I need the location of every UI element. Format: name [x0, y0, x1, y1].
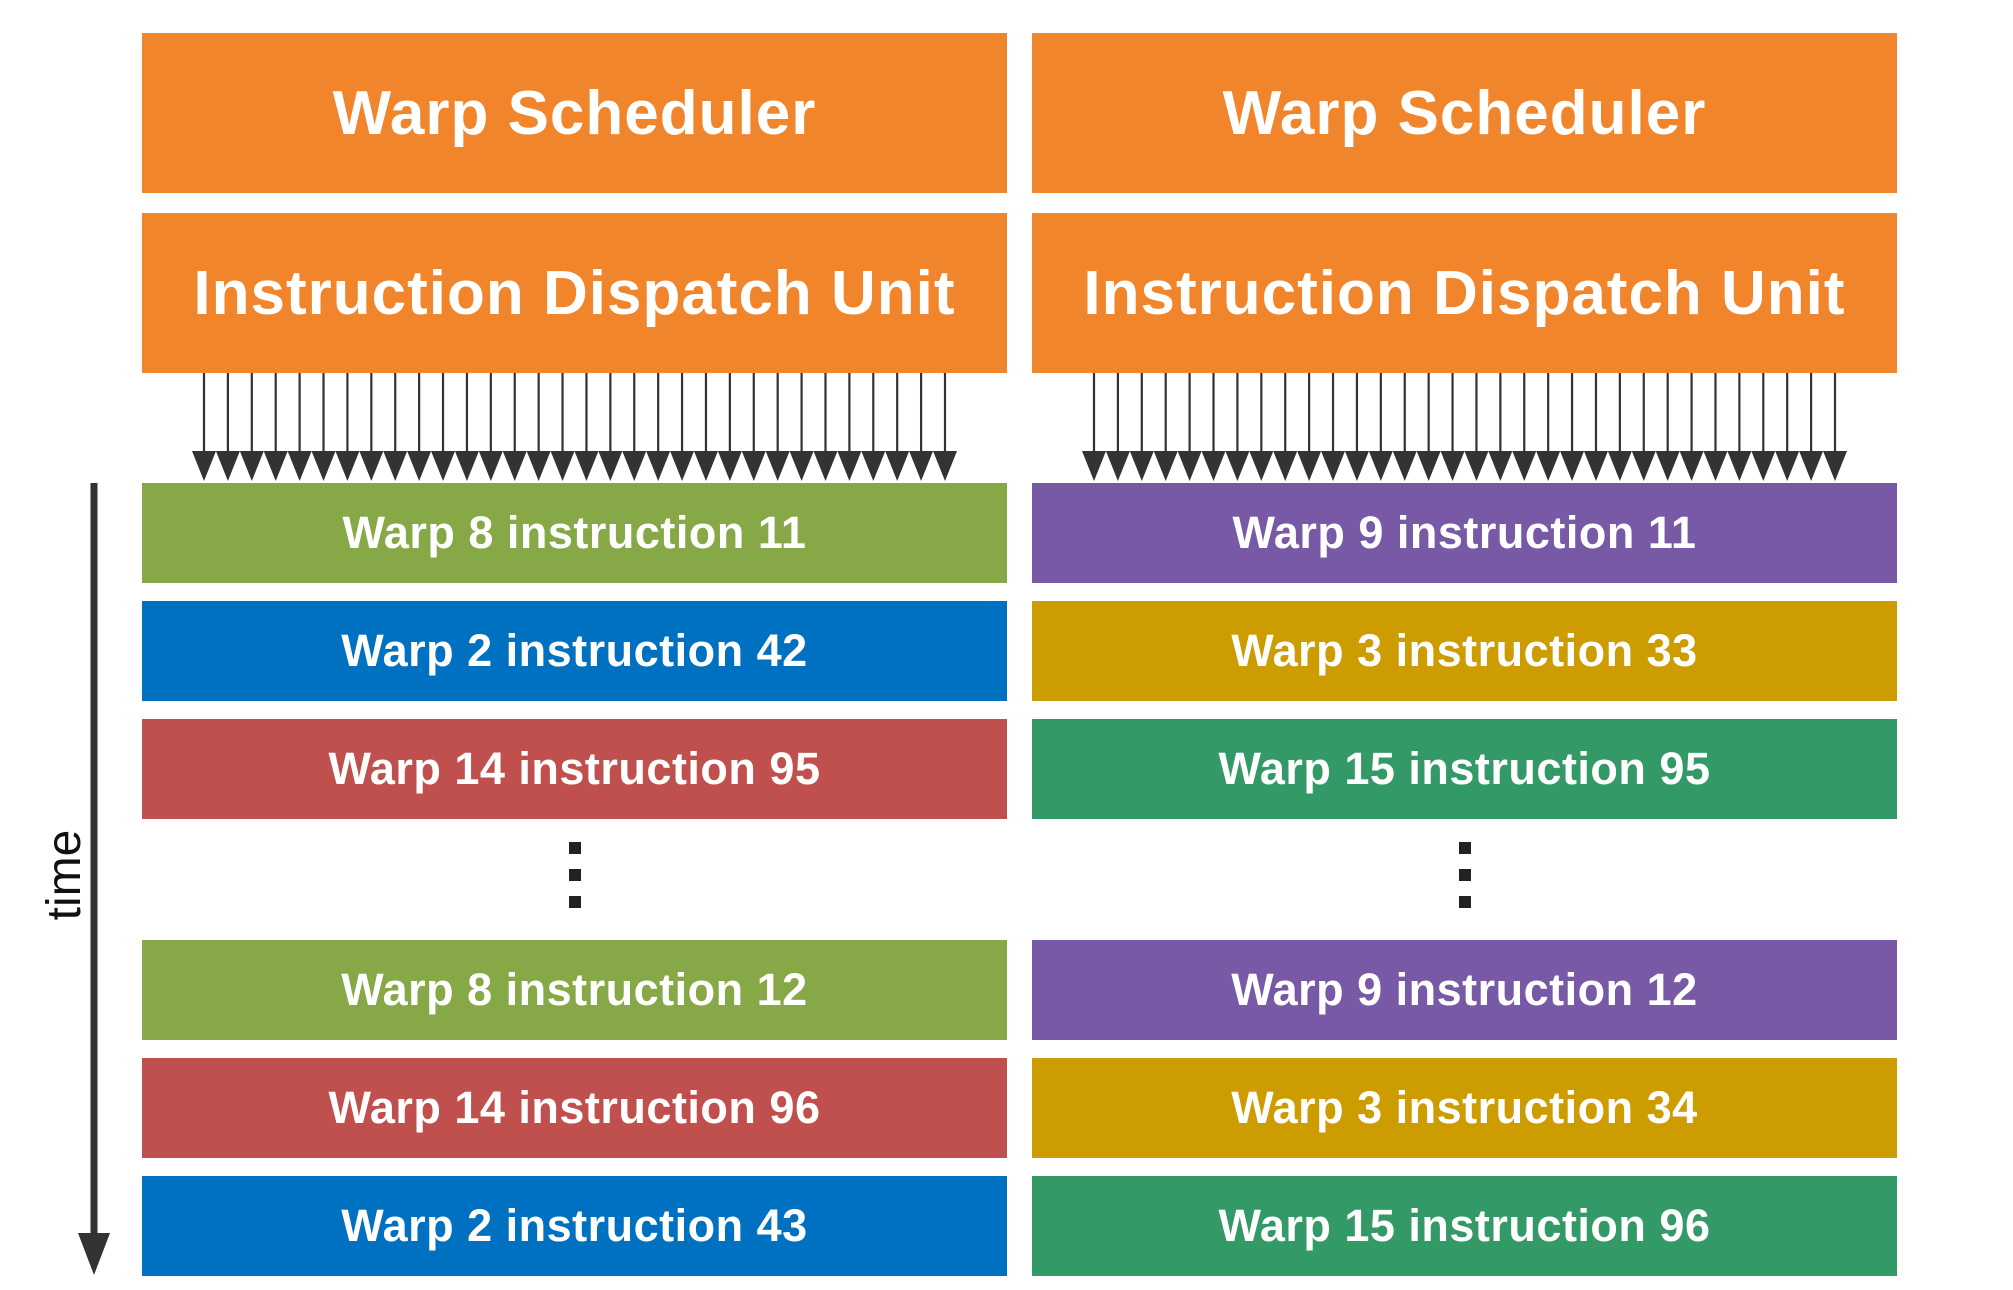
- instruction-row: Warp 9 instruction 12: [1032, 940, 1897, 1040]
- vertical-ellipsis-icon: [569, 842, 581, 908]
- lane-arrow: [454, 373, 479, 481]
- lane-arrow: [1368, 373, 1393, 481]
- instruction-row: Warp 2 instruction 43: [142, 1176, 1007, 1276]
- lane-arrow: [693, 373, 718, 481]
- lane-arrow: [1082, 373, 1106, 481]
- lane-arrow: [1751, 373, 1776, 481]
- lane-arrow: [1249, 373, 1274, 481]
- lane-arrow: [1799, 373, 1824, 481]
- lane-arrow: [407, 373, 432, 481]
- lane-arrow: [550, 373, 575, 481]
- lane-arrow: [741, 373, 766, 481]
- lane-arrow: [717, 373, 742, 481]
- lane-arrow: [1655, 373, 1680, 481]
- lane-arrow: [1607, 373, 1632, 481]
- instruction-row: Warp 14 instruction 95: [142, 719, 1007, 819]
- lane-arrow: [431, 373, 456, 481]
- lane-arrow: [1273, 373, 1298, 481]
- lane-arrow: [1392, 373, 1417, 481]
- lane-arrow: [1153, 373, 1178, 481]
- lane-arrow: [1583, 373, 1608, 481]
- lane-arrow: [1225, 373, 1250, 481]
- lane-arrow: [1177, 373, 1202, 481]
- lane-arrow: [1488, 373, 1513, 481]
- instruction-dispatch-unit-box: Instruction Dispatch Unit: [142, 213, 1007, 373]
- lane-arrow: [1416, 373, 1441, 481]
- dispatch-lanes-arrows: [192, 373, 957, 481]
- lane-arrow: [1512, 373, 1537, 481]
- warp-scheduler-box: Warp Scheduler: [142, 33, 1007, 193]
- instruction-row: Warp 15 instruction 95: [1032, 719, 1897, 819]
- lane-arrow: [837, 373, 862, 481]
- lane-arrow: [1536, 373, 1561, 481]
- instruction-row: Warp 2 instruction 42: [142, 601, 1007, 701]
- lane-arrow: [1727, 373, 1752, 481]
- lane-arrow: [1321, 373, 1346, 481]
- instruction-row: Warp 8 instruction 12: [142, 940, 1007, 1040]
- instruction-row: Warp 3 instruction 33: [1032, 601, 1897, 701]
- instruction-row: Warp 8 instruction 11: [142, 483, 1007, 583]
- instruction-dispatch-unit-box: Instruction Dispatch Unit: [1032, 213, 1897, 373]
- instruction-row: Warp 15 instruction 96: [1032, 1176, 1897, 1276]
- lane-arrow: [478, 373, 503, 481]
- lane-arrow: [311, 373, 336, 481]
- lane-arrow: [1679, 373, 1704, 481]
- dispatch-lanes-arrows: [1082, 373, 1847, 481]
- lane-arrow: [789, 373, 814, 481]
- lane-arrow: [1560, 373, 1585, 481]
- instruction-row: Warp 3 instruction 34: [1032, 1058, 1897, 1158]
- lane-arrow: [1440, 373, 1465, 481]
- instruction-row: Warp 14 instruction 96: [142, 1058, 1007, 1158]
- lane-arrow: [1464, 373, 1489, 481]
- lane-arrow: [335, 373, 360, 481]
- lane-arrow: [765, 373, 790, 481]
- lane-arrow: [622, 373, 647, 481]
- lane-arrow: [1775, 373, 1800, 481]
- warp-scheduler-box: Warp Scheduler: [1032, 33, 1897, 193]
- lane-arrow: [502, 373, 527, 481]
- lane-arrow: [1631, 373, 1656, 481]
- lane-arrow: [526, 373, 551, 481]
- lane-arrow: [287, 373, 312, 481]
- lane-arrow: [813, 373, 838, 481]
- lane-arrow: [239, 373, 264, 481]
- lane-arrow: [1297, 373, 1322, 481]
- time-axis-arrow: [78, 483, 110, 1275]
- lane-arrow: [909, 373, 934, 481]
- lane-arrow: [598, 373, 623, 481]
- lane-arrow: [1129, 373, 1154, 481]
- lane-arrow: [1823, 373, 1847, 481]
- lane-arrow: [885, 373, 910, 481]
- lane-arrow: [646, 373, 671, 481]
- instruction-row: Warp 9 instruction 11: [1032, 483, 1897, 583]
- lane-arrow: [933, 373, 957, 481]
- lane-arrow: [1201, 373, 1226, 481]
- lane-arrow: [574, 373, 599, 481]
- vertical-ellipsis-icon: [1459, 842, 1471, 908]
- lane-arrow: [263, 373, 288, 481]
- lane-arrow: [359, 373, 384, 481]
- lane-arrow: [1344, 373, 1369, 481]
- lane-arrow: [861, 373, 886, 481]
- lane-arrow: [670, 373, 695, 481]
- lane-arrow: [383, 373, 408, 481]
- time-axis-label: time: [38, 829, 91, 921]
- lane-arrow: [1105, 373, 1130, 481]
- lane-arrow: [215, 373, 240, 481]
- lane-arrow: [192, 373, 216, 481]
- lane-arrow: [1703, 373, 1728, 481]
